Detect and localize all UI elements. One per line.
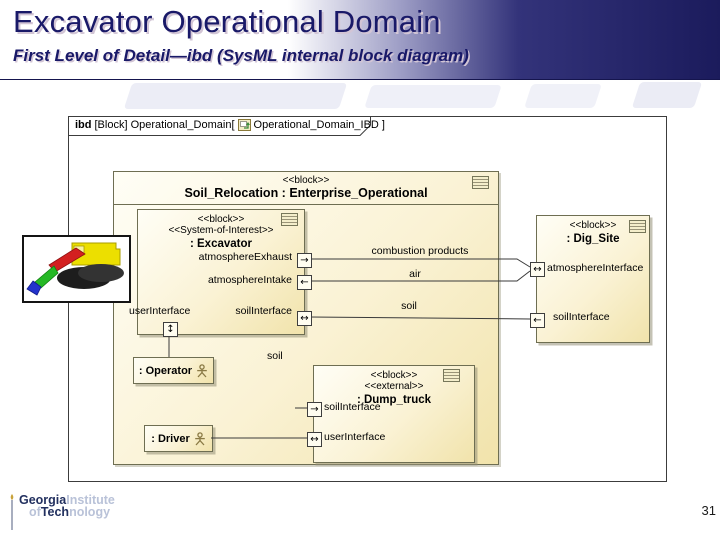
compartments-icon <box>629 220 646 233</box>
tab-diagram-name: Operational_Domain_IBD <box>253 119 379 131</box>
excavator-image <box>22 235 131 303</box>
updown-arrow-icon: ↕ <box>166 323 175 335</box>
watermark-shape <box>631 82 703 108</box>
logo-nology: nology <box>69 505 111 519</box>
block-name: : Dump_truck <box>356 394 432 406</box>
logo-georgia: Georgia <box>19 493 67 507</box>
block-name: : Dig_Site <box>566 233 620 245</box>
stereotype-label: <<block>> <box>197 214 245 225</box>
out-arrow-icon: → <box>310 403 319 415</box>
block-name: : Excavator <box>189 238 252 250</box>
georgia-tech-logo: GeorgiaInstitute ofTechnology <box>8 494 115 531</box>
watermark-shape <box>524 84 602 108</box>
connector-label-soil-truck: soil <box>267 350 283 362</box>
connector-label-combustion-products: combustion products <box>371 245 469 257</box>
georgia-tech-wordmark: GeorgiaInstitute ofTechnology <box>19 493 115 519</box>
inout-arrow-icon: ↔ <box>310 433 319 445</box>
actor-icon <box>196 363 208 378</box>
in-arrow-icon: ← <box>533 314 542 326</box>
port-dump-soil-interface: → <box>307 402 322 417</box>
watermark-shape <box>364 85 502 108</box>
block-dig-site: <<block>> : Dig_Site <box>536 215 650 343</box>
port-atmosphere-intake: ← <box>297 275 312 290</box>
port-dig-soil-interface: ← <box>530 313 545 328</box>
block-name: : Driver <box>151 432 190 445</box>
block-soil-relocation-header: <<block>> Soil_Relocation : Enterprise_O… <box>114 172 498 205</box>
port-label-excavator-user-interface: userInterface <box>129 305 191 317</box>
in-arrow-icon: ← <box>300 276 309 288</box>
inout-arrow-icon: ↔ <box>533 263 542 275</box>
logo-institute: Institute <box>66 493 115 507</box>
inout-arrow-icon: ↔ <box>300 312 309 324</box>
diagram-icon <box>237 119 251 131</box>
frame-tab-outline <box>68 116 371 136</box>
page-number: 31 <box>701 503 716 518</box>
stereotype-label: <<block>> <box>569 220 617 231</box>
port-dig-atmosphere-interface: ↔ <box>530 262 545 277</box>
port-label-dump-soil-interface: soilInterface <box>324 401 381 413</box>
port-label-dig-atmosphere-interface: atmosphereInterface <box>547 262 644 274</box>
out-arrow-icon: → <box>300 254 309 266</box>
stereotype-label: <<external>> <box>364 381 424 392</box>
port-label-atmosphere-intake: atmosphereIntake <box>207 274 292 286</box>
port-excavator-soil-interface: ↔ <box>297 311 312 326</box>
tab-kind-label: ibd <box>75 119 92 131</box>
compartments-icon <box>443 369 460 382</box>
title-band: Excavator Operational Domain First Level… <box>0 0 720 80</box>
slide-title: Excavator Operational Domain <box>13 4 441 39</box>
block-name: Soil_Relocation : Enterprise_Operational <box>184 186 428 200</box>
port-label-atmosphere-exhaust: atmosphereExhaust <box>198 251 292 263</box>
port-atmosphere-exhaust: → <box>297 253 312 268</box>
block-driver: : Driver <box>144 425 213 452</box>
logo-tech: Tech <box>40 505 70 519</box>
port-excavator-user-interface: ↕ <box>163 322 178 337</box>
port-dump-user-interface: ↔ <box>307 432 322 447</box>
logo-of: of <box>29 505 41 519</box>
port-label-excavator-soil-interface: soilInterface <box>235 305 292 317</box>
stereotype-label: <<block>> <box>370 370 418 381</box>
connector-label-air: air <box>409 268 421 280</box>
torch-icon <box>8 494 16 531</box>
stereotype-label: <<System-of-Interest>> <box>168 225 274 236</box>
port-label-dump-user-interface: userInterface <box>324 431 386 443</box>
tab-close-bracket: ] <box>381 119 385 131</box>
connector-label-soil: soil <box>401 300 417 312</box>
frame-tab: ibd [Block] Operational_Domain[ Operatio… <box>75 119 385 131</box>
block-operator: : Operator <box>133 357 214 384</box>
tab-context-label: [Block] Operational_Domain[ <box>94 119 235 131</box>
slide-subtitle: First Level of Detail—ibd (SysML interna… <box>13 46 469 65</box>
compartments-icon <box>281 213 298 226</box>
watermark-shape <box>123 83 348 109</box>
block-excavator: <<block>> <<System-of-Interest>> : Excav… <box>137 209 305 335</box>
block-name: : Operator <box>138 364 193 377</box>
port-label-dig-soil-interface: soilInterface <box>553 311 610 323</box>
actor-icon <box>194 431 206 446</box>
compartments-icon <box>472 176 489 189</box>
stereotype-label: <<block>> <box>282 175 330 186</box>
